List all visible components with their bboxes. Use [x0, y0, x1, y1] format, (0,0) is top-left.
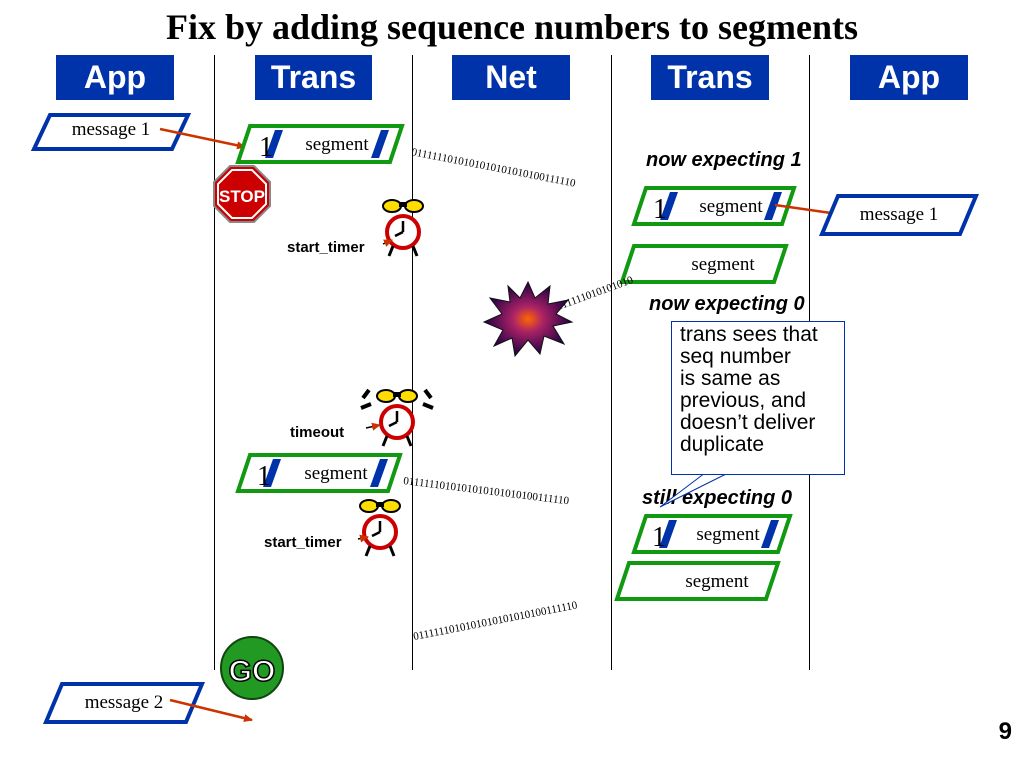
- now-expecting-1-label: now expecting 1: [646, 149, 802, 171]
- layer-header-trans-sender: Trans: [255, 55, 372, 100]
- alarm-clock-icon-2: [359, 499, 401, 557]
- callout-line: duplicate: [680, 433, 765, 456]
- callout-line: is same as: [680, 367, 781, 390]
- segment-box-receiver-1: 1 segment: [631, 186, 797, 226]
- seq-number-receiver-1: 1: [653, 194, 667, 225]
- seq-number-duplicate: 1: [652, 522, 666, 553]
- now-expecting-0-label: now expecting 0: [649, 293, 805, 315]
- message-1-receiver-label: message 1: [860, 204, 939, 225]
- segment-label-receiver-ack: segment: [691, 254, 755, 275]
- go-sign-icon: GO: [220, 636, 284, 700]
- alarm-clock-icon-ringing: [360, 388, 434, 447]
- stop-sign-icon: STOP: [213, 165, 271, 223]
- segment-box-sender-retransmit: 1 segment: [235, 453, 403, 493]
- bitstream-lost: 0111111010101010: [550, 274, 635, 315]
- bitstream-retransmit: 0111111010101010101010100111110: [403, 475, 571, 507]
- arrow-start-timer-1: [382, 239, 393, 247]
- callout-line: previous, and: [680, 389, 807, 412]
- arrow-timeout: [365, 422, 381, 431]
- arrow-message2-to-trans: [169, 698, 253, 722]
- explosion-icon: [482, 280, 574, 358]
- segment-box-sender-1: 1 segment: [235, 124, 405, 164]
- page-number: 9: [998, 718, 1012, 745]
- go-sign-label: GO: [229, 655, 276, 688]
- message-box-1-sender: message 1: [30, 113, 192, 151]
- arrow-start-timer-2: [357, 534, 369, 543]
- seq-number-1: 1: [259, 132, 273, 163]
- segment-box-receiver-ack: segment: [619, 244, 789, 284]
- bitstream-1: 0111111010101010101010100111110: [410, 146, 577, 190]
- seq-number-retransmit: 1: [257, 461, 271, 492]
- callout-line: trans sees that: [680, 323, 818, 346]
- stop-sign-label: STOP: [219, 187, 265, 206]
- message-2-sender-label: message 2: [85, 692, 164, 713]
- lifeline-1: [214, 55, 215, 670]
- lifeline-3: [611, 55, 612, 670]
- segment-label: segment: [305, 134, 369, 155]
- arrow-message1-to-trans: [159, 127, 246, 150]
- duplicate-callout: trans sees that seq number is same as pr…: [671, 321, 845, 475]
- segment-box-receiver-ack-2: segment: [614, 561, 781, 601]
- callout-line: seq number: [680, 345, 791, 368]
- message-1-sender-label: message 1: [72, 119, 151, 140]
- bitstream-ack-2: 0111111010101010101010100111110: [412, 599, 579, 643]
- layer-header-app-sender: App: [56, 55, 174, 100]
- message-box-2-sender: message 2: [42, 682, 206, 724]
- segment-label-receiver-1: segment: [699, 196, 763, 217]
- segment-label-receiver-ack-2: segment: [685, 571, 749, 592]
- message-box-1-receiver: message 1: [818, 194, 980, 236]
- still-expecting-0-label: still expecting 0: [642, 487, 792, 509]
- segment-label-retransmit: segment: [304, 463, 368, 484]
- segment-box-receiver-duplicate: 1 segment: [631, 514, 793, 554]
- segment-label-duplicate: segment: [696, 524, 760, 545]
- start-timer-label-2: start_timer: [264, 534, 342, 551]
- alarm-clock-icon-1: [382, 199, 424, 257]
- layer-header-net: Net: [452, 55, 570, 100]
- lifeline-2: [412, 55, 413, 670]
- callout-line: doesn’t deliver: [680, 411, 816, 434]
- layer-header-app-receiver: App: [850, 55, 968, 100]
- start-timer-label-1: start_timer: [287, 239, 365, 256]
- slide-title: Fix by adding sequence numbers to segmen…: [165, 7, 859, 47]
- timeout-label: timeout: [290, 424, 344, 441]
- layer-header-trans-receiver: Trans: [651, 55, 769, 100]
